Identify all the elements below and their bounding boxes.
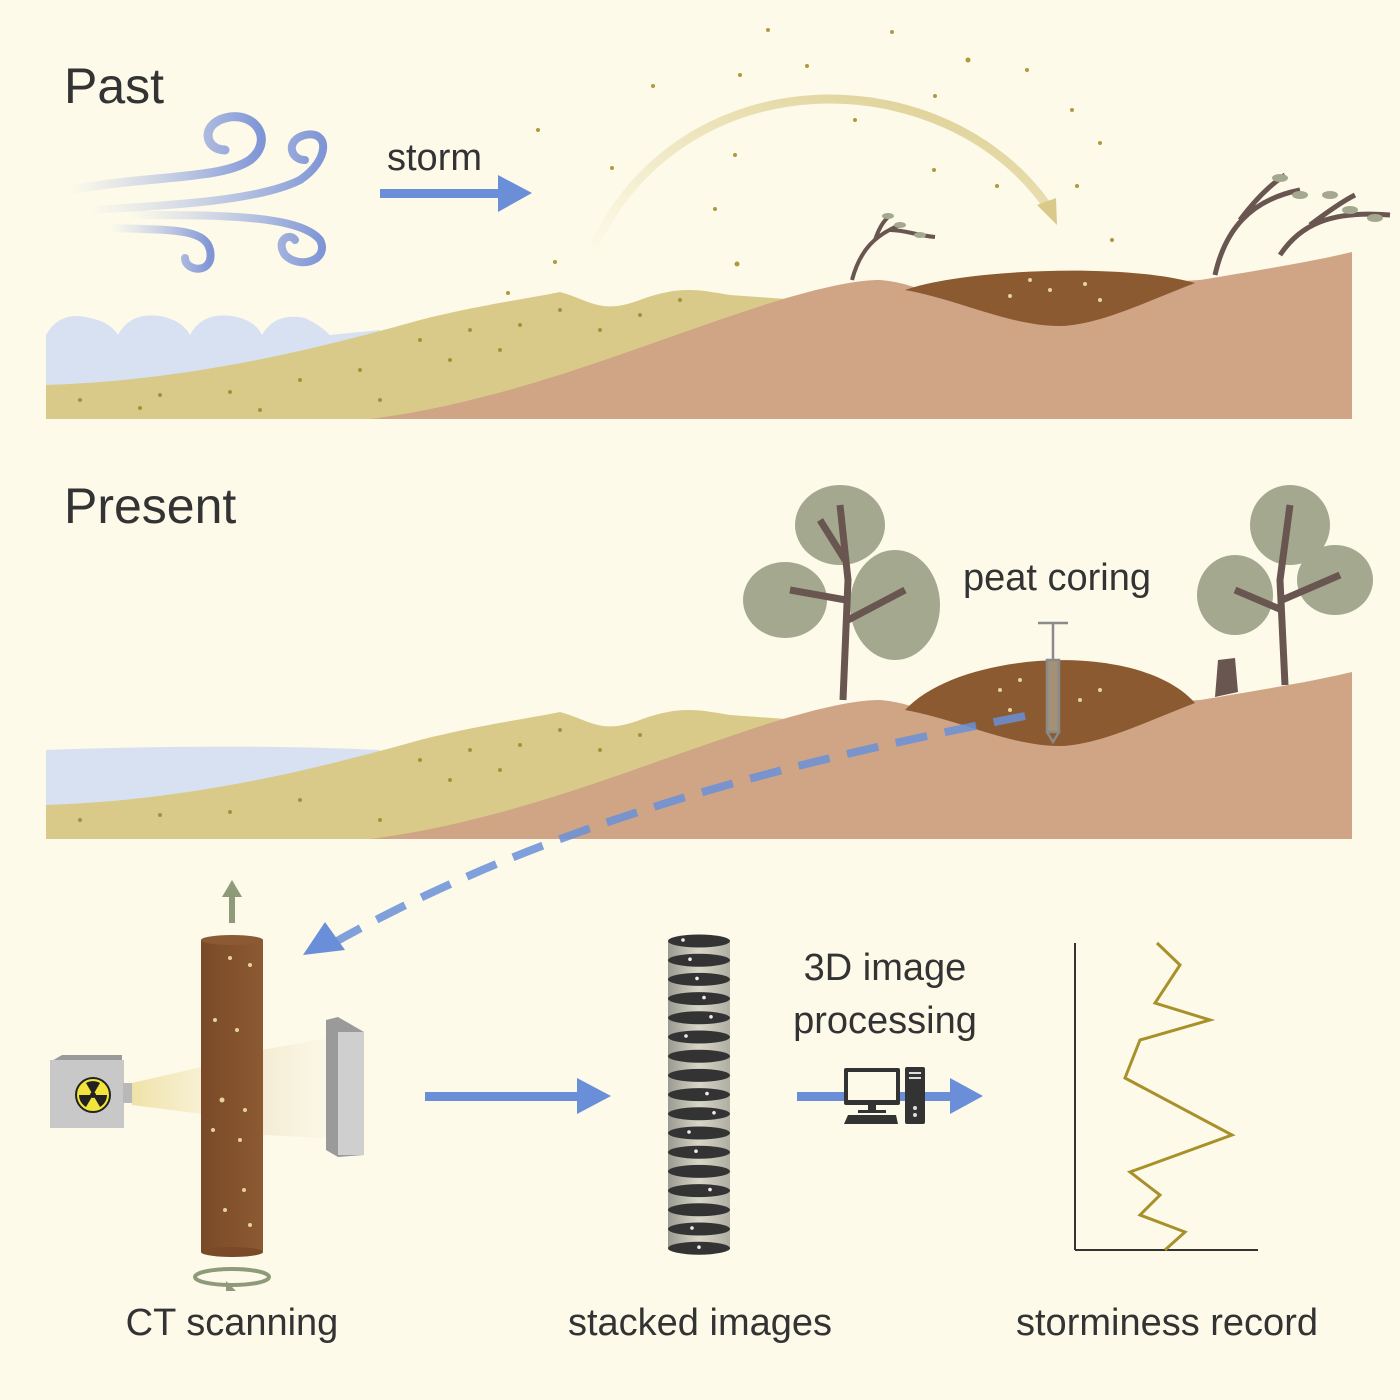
processing-label-line1: 3D image <box>804 947 967 989</box>
arc-arrowhead <box>1037 198 1057 225</box>
slice-grain <box>709 1015 713 1019</box>
slice-grain <box>705 1091 709 1096</box>
slice-grain <box>690 1226 694 1230</box>
wind-icon <box>65 112 328 273</box>
image-slice <box>668 1145 730 1159</box>
peat-bog <box>905 270 1195 326</box>
stacked-images-icon <box>668 934 730 1255</box>
slice-grain <box>694 1149 698 1153</box>
image-slice <box>668 1184 730 1198</box>
processing-label-line2: processing <box>793 1000 977 1042</box>
image-slice <box>668 1107 730 1121</box>
ct-scanning-label: CT scanning <box>126 1302 339 1344</box>
slice-grain <box>712 1111 716 1115</box>
past-title: Past <box>64 58 164 114</box>
image-slice <box>668 1030 730 1044</box>
radiation-icon <box>75 1077 111 1113</box>
slice-grain <box>695 976 699 981</box>
computer-icon <box>844 1067 925 1124</box>
storminess-record-label: storminess record <box>1016 1302 1318 1344</box>
image-slice <box>668 992 730 1006</box>
image-slice <box>668 1203 730 1217</box>
rotation-arrow-icon <box>193 1267 271 1291</box>
stacked-images-label: stacked images <box>568 1302 832 1344</box>
image-slice <box>668 1049 730 1063</box>
sand-transport-arc <box>585 94 1054 257</box>
sediment-core <box>201 935 263 1257</box>
dashed-arrowhead <box>303 922 345 955</box>
image-slice <box>668 1126 730 1140</box>
image-slice <box>668 934 730 948</box>
image-slice <box>668 1088 730 1102</box>
slice-grain <box>702 995 706 1000</box>
image-slice <box>668 1164 730 1178</box>
windblown-tree-large <box>1212 172 1391 276</box>
airborne-sand-grains <box>506 28 1114 295</box>
slice-grain <box>681 938 685 942</box>
image-slice <box>668 953 730 967</box>
ct-scanner <box>50 1017 364 1157</box>
image-slice <box>668 972 730 986</box>
image-slice <box>668 1222 730 1236</box>
image-slice <box>668 1011 730 1025</box>
storminess-line <box>1123 941 1236 1252</box>
windblown-tree-small <box>850 213 936 281</box>
slice-grain <box>684 1034 688 1038</box>
storm-label: storm <box>387 137 482 179</box>
slice-grain <box>708 1187 712 1192</box>
image-slice <box>668 1068 730 1082</box>
corer-icon <box>1038 621 1068 745</box>
tree-right <box>1197 485 1373 686</box>
upward-arrow-icon <box>222 880 242 923</box>
tree-left <box>743 485 940 701</box>
peat-coring-label: peat coring <box>963 557 1151 599</box>
past-landscape <box>46 172 1391 419</box>
slice-grain <box>688 957 692 961</box>
present-landscape <box>46 485 1373 839</box>
flow-arrow-to-stack <box>425 1078 611 1114</box>
storminess-record-plot <box>1074 941 1258 1252</box>
tree-stump <box>1215 658 1238 697</box>
storm-arrow <box>380 175 532 212</box>
present-title: Present <box>64 478 236 534</box>
slice-grain <box>697 1245 701 1249</box>
slice-grain <box>687 1130 691 1134</box>
core-transfer-dashed-arrow <box>328 712 1026 949</box>
